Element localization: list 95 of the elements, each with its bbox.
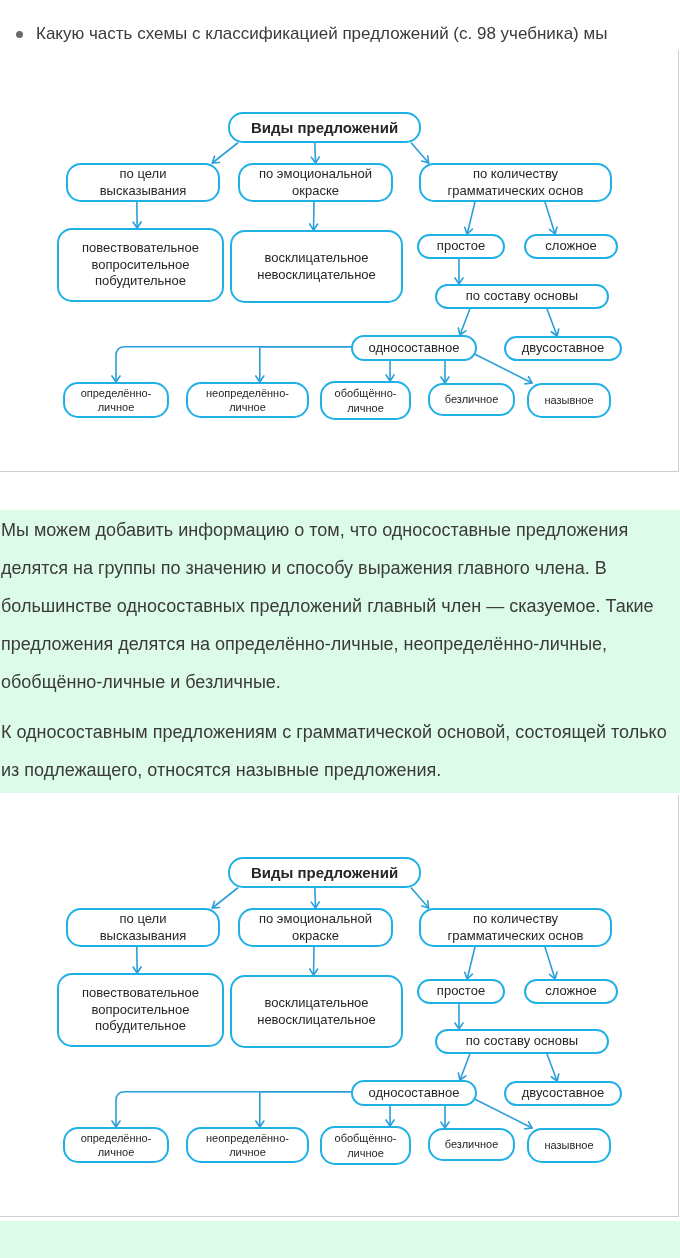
node-label: двусоставное (521, 340, 605, 357)
node-label: односоставное (368, 1084, 460, 1102)
category-box (57, 228, 224, 302)
category-box (428, 383, 515, 416)
arrow (457, 308, 471, 336)
arrow (546, 308, 560, 337)
arrow (255, 345, 352, 383)
node-label: по эмоциональной окраске (257, 165, 374, 200)
answer-paragraph: Мы можем добавить информацию о том, что односоставные предложения делятся на группы по значению и способу выражения главного члена. В большинстве односоставных предложений главный член — сказуемое. Такие предложения делятся на определённо-личные, неопределённо-личные, обобщённо-личные и безличные. (1, 519, 655, 694)
category-box (351, 1080, 477, 1106)
category-box (228, 857, 421, 888)
node-label: определённо-личное (79, 385, 153, 415)
category-box (230, 975, 403, 1048)
category-box (186, 382, 309, 418)
arrow (457, 1053, 471, 1081)
category-box (351, 335, 477, 361)
node-label: обобщённо-личное (333, 386, 398, 415)
category-box (63, 382, 169, 418)
arrow (211, 887, 239, 909)
node-label: неопределённо-личное (205, 385, 290, 415)
arrow (544, 201, 558, 235)
category-box (527, 383, 611, 418)
category-box (320, 381, 411, 420)
arrow (255, 1090, 352, 1128)
arrow (385, 360, 395, 382)
node-label: односоставное (368, 339, 460, 357)
node-label: Виды предложений (250, 117, 399, 138)
arrow (544, 946, 558, 980)
node-label: простое (436, 983, 486, 1000)
node-label: повествовательное вопросительное побудительное (81, 240, 200, 290)
category-box (228, 112, 421, 143)
category-box (419, 908, 612, 947)
category-box (435, 284, 609, 309)
arrow (410, 887, 430, 909)
node-label: безличное (444, 1137, 499, 1152)
arrow (410, 142, 430, 164)
node-label: повествовательное вопросительное побудительное (81, 985, 200, 1035)
category-box (524, 234, 618, 259)
arrow (132, 946, 142, 974)
arrow (310, 142, 321, 164)
category-box (57, 973, 224, 1047)
node-label: безличное (444, 392, 499, 407)
arrow (454, 1003, 464, 1030)
node-label: по составу основы (465, 288, 579, 305)
arrow (473, 352, 533, 385)
category-box (320, 1126, 411, 1165)
category-box (527, 1128, 611, 1163)
arrow (132, 201, 142, 229)
question-text: Какую часть схемы с классификацией предложений (с. 98 учебника) мы (36, 23, 609, 45)
category-box (417, 234, 505, 259)
node-label: восклицательное невосклицательное (256, 994, 377, 1029)
arrow (473, 1097, 533, 1130)
node-label: восклицательное невосклицательное (256, 249, 377, 284)
category-box (186, 1127, 309, 1163)
arrow (440, 360, 450, 384)
node-label: назывное (544, 1138, 594, 1153)
category-box (238, 908, 393, 947)
category-box (504, 1081, 622, 1106)
category-box (66, 908, 220, 947)
arrow (463, 946, 476, 980)
node-label: простое (436, 238, 486, 255)
category-box (504, 336, 622, 361)
arrow (385, 1105, 395, 1127)
category-box (66, 163, 220, 202)
node-label: назывное (544, 393, 594, 408)
node-label: сложное (545, 238, 597, 255)
category-box (524, 979, 618, 1004)
node-label: Виды предложений (250, 862, 399, 883)
category-box (238, 163, 393, 202)
arrow (310, 887, 321, 909)
answer-paragraph: К односоставным предложениям с грамматической основой, состоящей только из подлежащего, относятся назывные предложения. (1, 721, 668, 782)
arrow (308, 946, 319, 976)
arrow (440, 1105, 450, 1129)
node-label: по количеству грамматических основ (446, 165, 585, 200)
category-box (63, 1127, 169, 1163)
node-label: двусоставное (521, 1085, 605, 1102)
node-label: сложное (545, 983, 597, 1000)
category-box (419, 163, 612, 202)
node-label: по составу основы (465, 1033, 579, 1050)
node-label: определённо-личное (79, 1130, 153, 1160)
arrow (546, 1053, 560, 1082)
node-label: по эмоциональной окраске (257, 910, 374, 945)
category-box (435, 1029, 609, 1054)
node-label: неопределённо-личное (205, 1130, 290, 1160)
category-box (417, 979, 505, 1004)
node-label: по цели высказывания (98, 165, 188, 200)
arrow (463, 201, 476, 235)
node-label: по цели высказывания (98, 910, 188, 945)
category-box (230, 230, 403, 303)
category-box (428, 1128, 515, 1161)
arrow (454, 258, 464, 285)
node-label: обобщённо-личное (333, 1131, 398, 1160)
arrow (211, 142, 239, 164)
node-label: по количеству грамматических основ (446, 910, 585, 945)
arrow (308, 201, 319, 231)
